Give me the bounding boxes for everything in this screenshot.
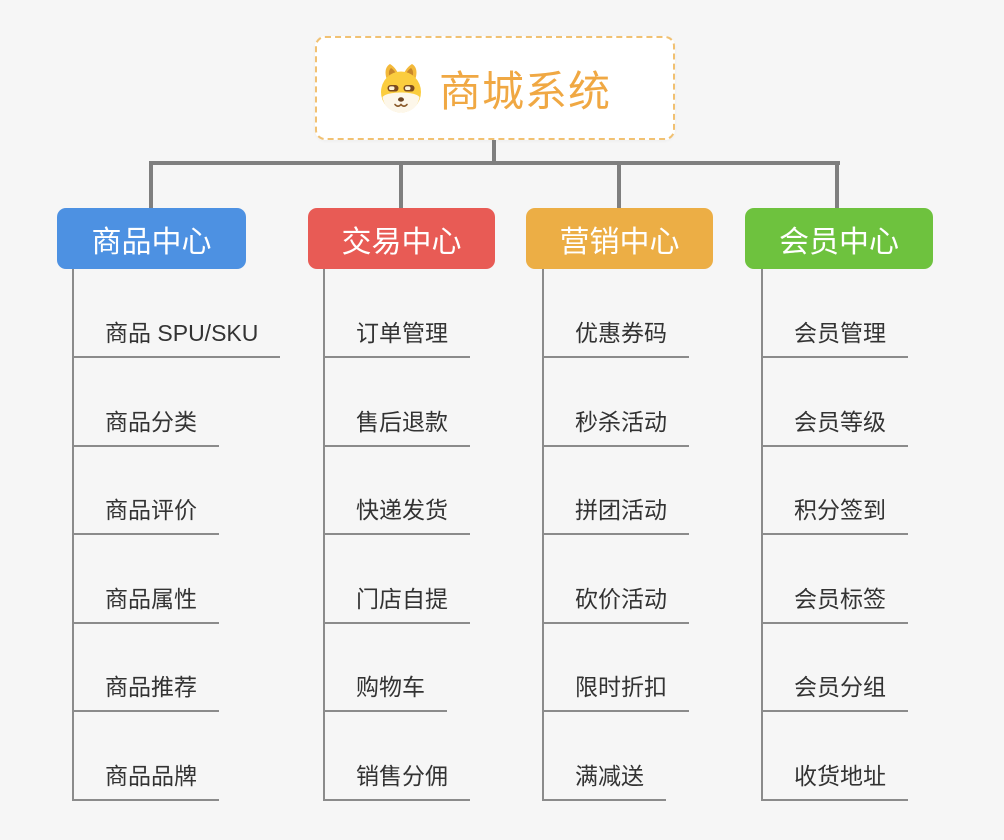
- leaf-node[interactable]: 限时折扣: [542, 674, 689, 712]
- leaf-node[interactable]: 积分签到: [761, 497, 908, 535]
- leaf-node[interactable]: 门店自提: [323, 586, 470, 624]
- connector-drop-branch-4: [835, 161, 839, 209]
- leaf-node[interactable]: 商品推荐: [72, 674, 219, 712]
- leaf-node[interactable]: 会员分组: [761, 674, 908, 712]
- leaf-node[interactable]: 拼团活动: [542, 497, 689, 535]
- leaf-node[interactable]: 收货地址: [761, 763, 908, 801]
- leaf-node[interactable]: 快递发货: [323, 497, 470, 535]
- branch-node-marketing-center[interactable]: 营销中心: [526, 208, 713, 269]
- connector-root-stem: [492, 140, 496, 163]
- leaf-node[interactable]: 砍价活动: [542, 586, 689, 624]
- leaf-node[interactable]: 商品评价: [72, 497, 219, 535]
- leaf-node[interactable]: 会员管理: [761, 320, 908, 358]
- leaf-node[interactable]: 商品属性: [72, 586, 219, 624]
- connector-main-horizontal: [149, 161, 840, 165]
- leaf-node[interactable]: 售后退款: [323, 409, 470, 447]
- branch-node-member-center[interactable]: 会员中心: [745, 208, 933, 269]
- root-node[interactable]: 商城系统: [315, 36, 675, 140]
- branch-node-trade-center[interactable]: 交易中心: [308, 208, 495, 269]
- leaf-node[interactable]: 订单管理: [323, 320, 470, 358]
- branch-node-product-center[interactable]: 商品中心: [57, 208, 246, 269]
- leaf-node[interactable]: 优惠券码: [542, 320, 689, 358]
- connector-drop-branch-3: [617, 161, 621, 209]
- connector-drop-branch-2: [399, 161, 403, 209]
- connector-drop-branch-1: [149, 161, 153, 209]
- leaf-node[interactable]: 会员标签: [761, 586, 908, 624]
- leaf-node[interactable]: 商品 SPU/SKU: [72, 320, 281, 358]
- leaf-node[interactable]: 满减送: [542, 763, 666, 801]
- leaf-node[interactable]: 会员等级: [761, 409, 908, 447]
- leaf-node[interactable]: 秒杀活动: [542, 409, 689, 447]
- leaf-node[interactable]: 商品品牌: [72, 763, 219, 801]
- leaf-node[interactable]: 销售分佣: [323, 763, 470, 801]
- shiba-dog-icon: [379, 63, 423, 113]
- leaf-node[interactable]: 商品分类: [72, 409, 219, 447]
- leaf-node[interactable]: 购物车: [323, 674, 447, 712]
- root-title: 商城系统: [438, 67, 611, 115]
